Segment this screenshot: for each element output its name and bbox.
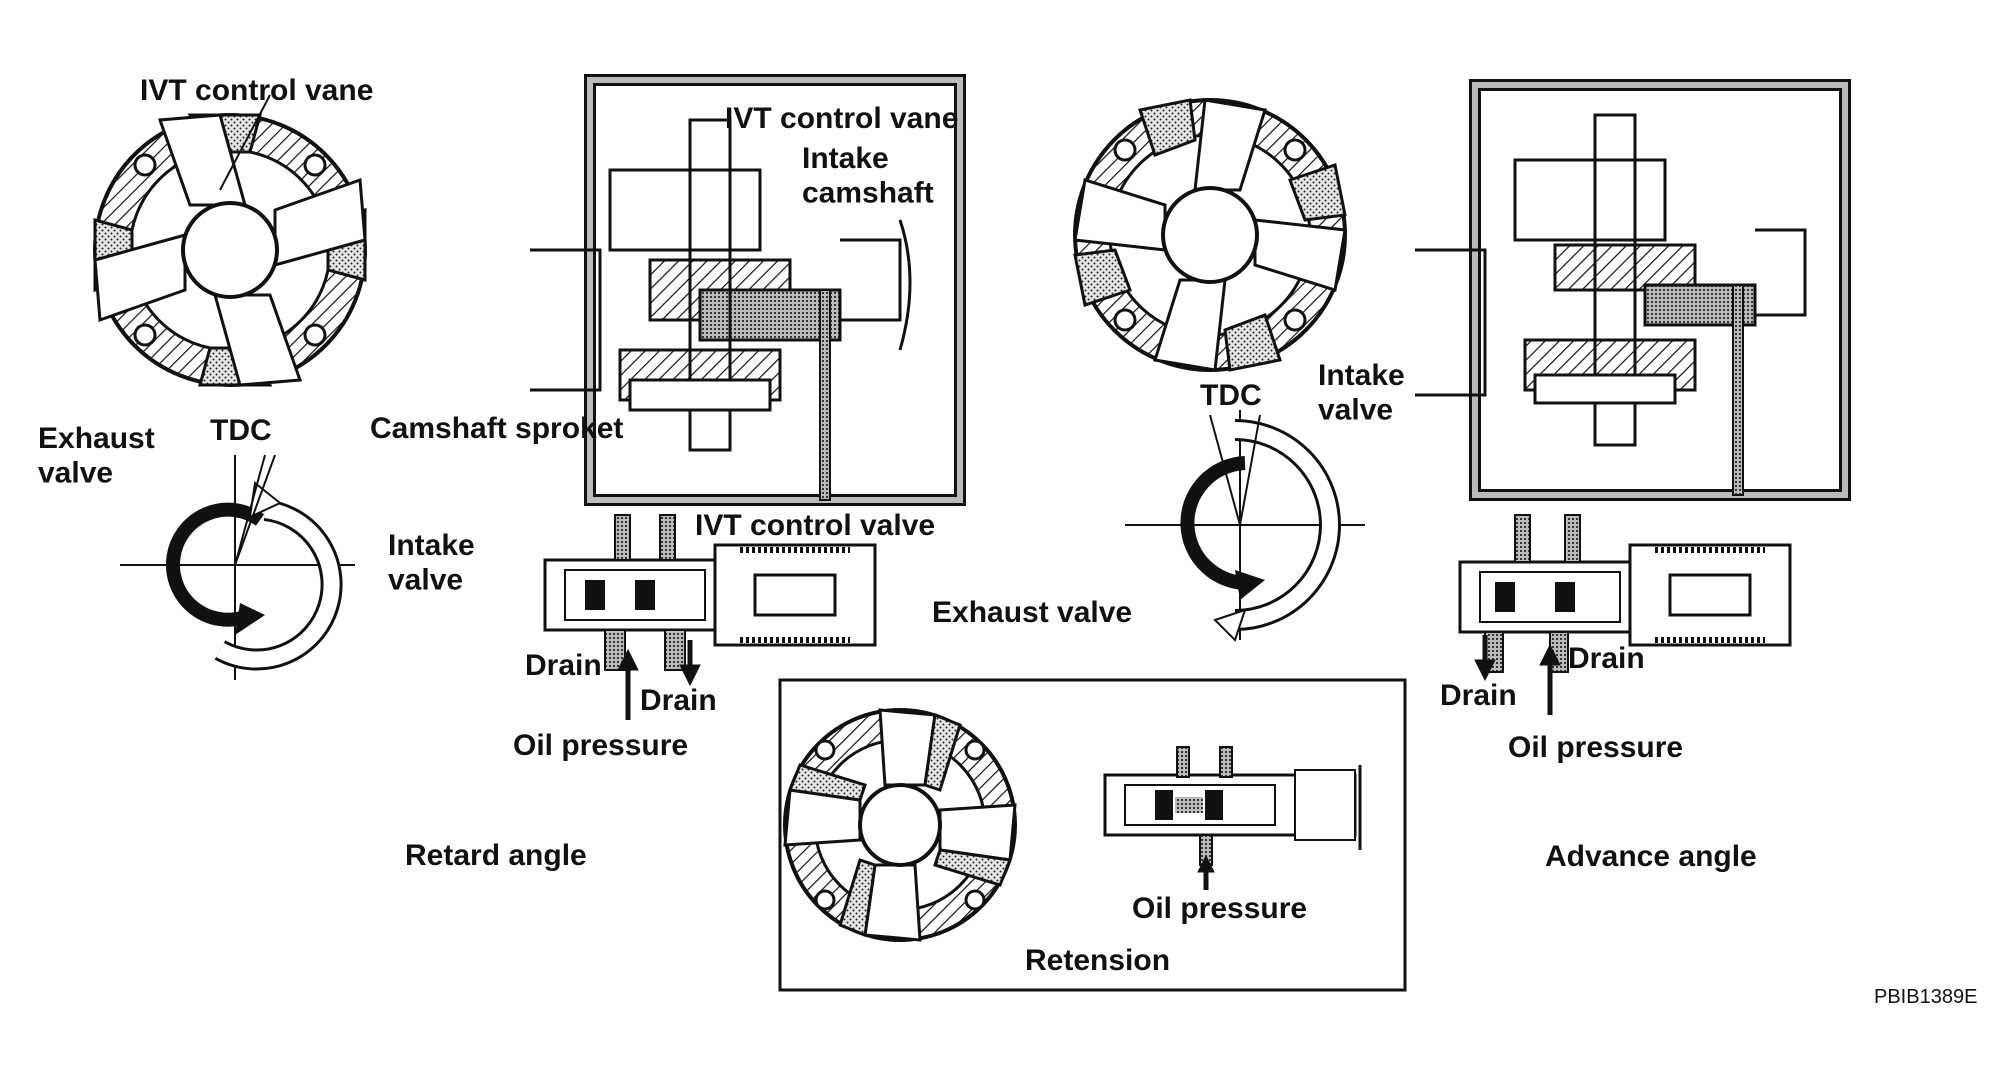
- advance-oil-label: Oil pressure: [1508, 731, 1683, 764]
- retard-sprocket-label: Camshaft sproket: [370, 412, 623, 445]
- retension-frame: [778, 678, 1407, 992]
- advance-timing-diagram: [1125, 410, 1365, 642]
- retension-valve: [1103, 746, 1362, 866]
- retard-control-valve: [543, 514, 877, 671]
- retard-oil-label: Oil pressure: [513, 729, 688, 762]
- advance-exhaust-label: Exhaust valve: [932, 596, 1132, 629]
- retard-ivt-vane-label: IVT control vane: [725, 102, 958, 135]
- advance-caption: Advance angle: [1545, 840, 1757, 873]
- advance-rotor: [1073, 98, 1347, 372]
- advance-drain-right-label: Drain: [1568, 642, 1645, 675]
- retard-arrows: [617, 640, 701, 720]
- retard-drain-left-label: Drain: [525, 649, 602, 682]
- retard-mechanism: [530, 74, 966, 506]
- retension-caption: Retension: [1025, 944, 1170, 977]
- retension-rotor: [783, 708, 1017, 942]
- retard-caption: Retard angle: [405, 839, 587, 872]
- advance-arrows: [1474, 635, 1561, 715]
- advance-mechanism: [1415, 79, 1851, 501]
- retard-timing-diagram: [120, 454, 355, 680]
- advance-drain-left-label: Drain: [1440, 679, 1517, 712]
- retard-drain-right-label: Drain: [640, 684, 717, 717]
- retard-ivt-valve-label: IVT control valve: [695, 509, 935, 542]
- retension-oil-label: Oil pressure: [1132, 892, 1307, 925]
- advance-tdc-label: TDC: [1200, 379, 1262, 412]
- retard-vane-label: IVT control vane: [140, 74, 373, 107]
- retension-arrow: [1197, 854, 1215, 890]
- retard-rotor: [93, 94, 367, 387]
- retard-tdc-label: TDC: [210, 414, 272, 447]
- figure-id: PBIB1389E: [1874, 986, 1977, 1008]
